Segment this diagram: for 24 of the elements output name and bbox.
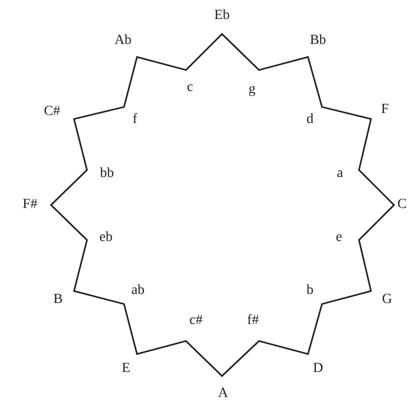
- key-label: c: [186, 81, 194, 95]
- key-label: e: [336, 231, 342, 245]
- key-label: f#: [247, 314, 259, 328]
- key-label: D: [312, 362, 324, 376]
- key-label: B: [53, 293, 63, 307]
- key-label: Ab: [114, 34, 132, 48]
- key-label: d: [306, 113, 314, 127]
- key-label: G: [382, 293, 392, 307]
- key-label: E: [122, 362, 130, 376]
- key-label: b: [306, 284, 314, 298]
- key-label: ab: [131, 284, 145, 298]
- key-label: F#: [22, 198, 38, 212]
- key-label: Bb: [310, 34, 326, 48]
- key-label: c#: [189, 314, 203, 328]
- key-label: C#: [44, 105, 60, 119]
- key-label: F: [381, 103, 389, 117]
- key-label: bb: [100, 167, 114, 181]
- key-label: a: [336, 167, 344, 181]
- key-label: f: [132, 113, 138, 127]
- key-label: C: [397, 198, 407, 212]
- key-label: eb: [99, 231, 113, 245]
- key-label: g: [248, 83, 256, 97]
- key-label: A: [218, 387, 228, 401]
- key-label: Eb: [214, 9, 230, 23]
